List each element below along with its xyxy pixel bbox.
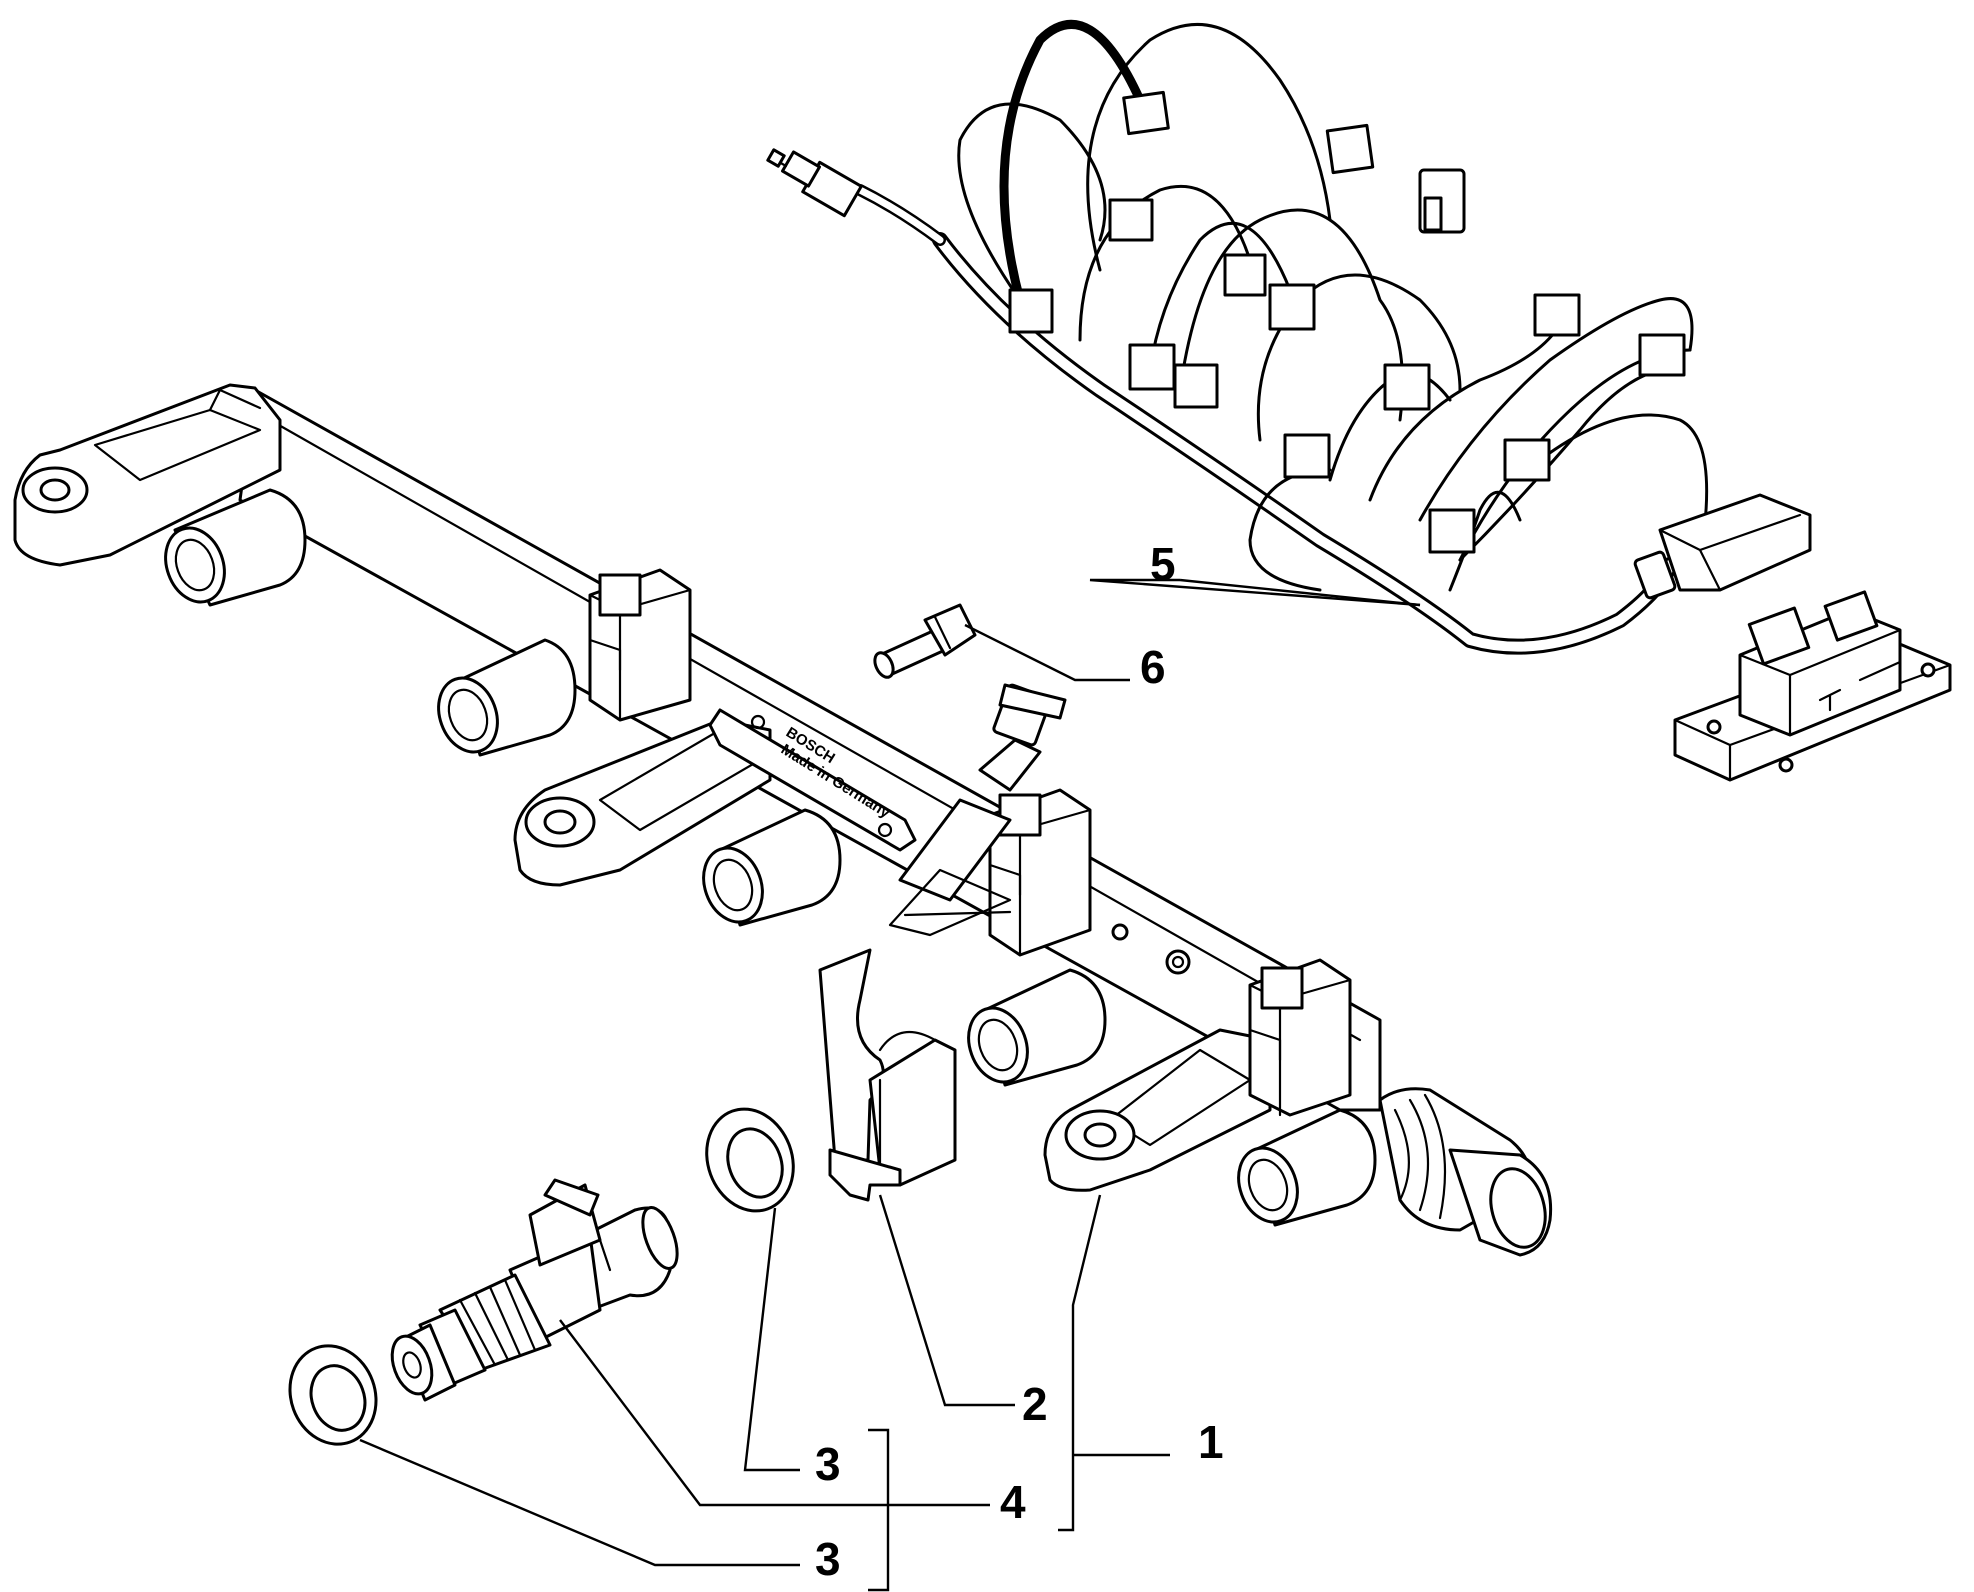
o-ring-upper <box>705 1107 795 1213</box>
leader-lines <box>359 578 1421 1592</box>
callout-2: 2 <box>1022 1378 1048 1430</box>
fuel-rail: BOSCH Made in Germany <box>13 383 1553 1257</box>
callout-3-lower: 3 <box>815 1533 841 1585</box>
pressure-valve <box>888 683 1067 937</box>
o-ring-lower <box>288 1344 378 1446</box>
harness-main-connector <box>1633 493 1812 600</box>
callout-5: 5 <box>1150 538 1176 590</box>
fuel-injector <box>390 1178 679 1402</box>
callout-3-upper: 3 <box>815 1438 841 1490</box>
callout-1: 1 <box>1198 1416 1224 1468</box>
temperature-sensor <box>766 148 863 218</box>
injector-clip <box>818 948 957 1202</box>
bolt <box>873 603 977 679</box>
callout-6: 6 <box>1140 641 1166 693</box>
connector-socket <box>1673 590 1952 782</box>
callout-4: 4 <box>1000 1476 1026 1528</box>
wiring-harness <box>766 19 1812 655</box>
